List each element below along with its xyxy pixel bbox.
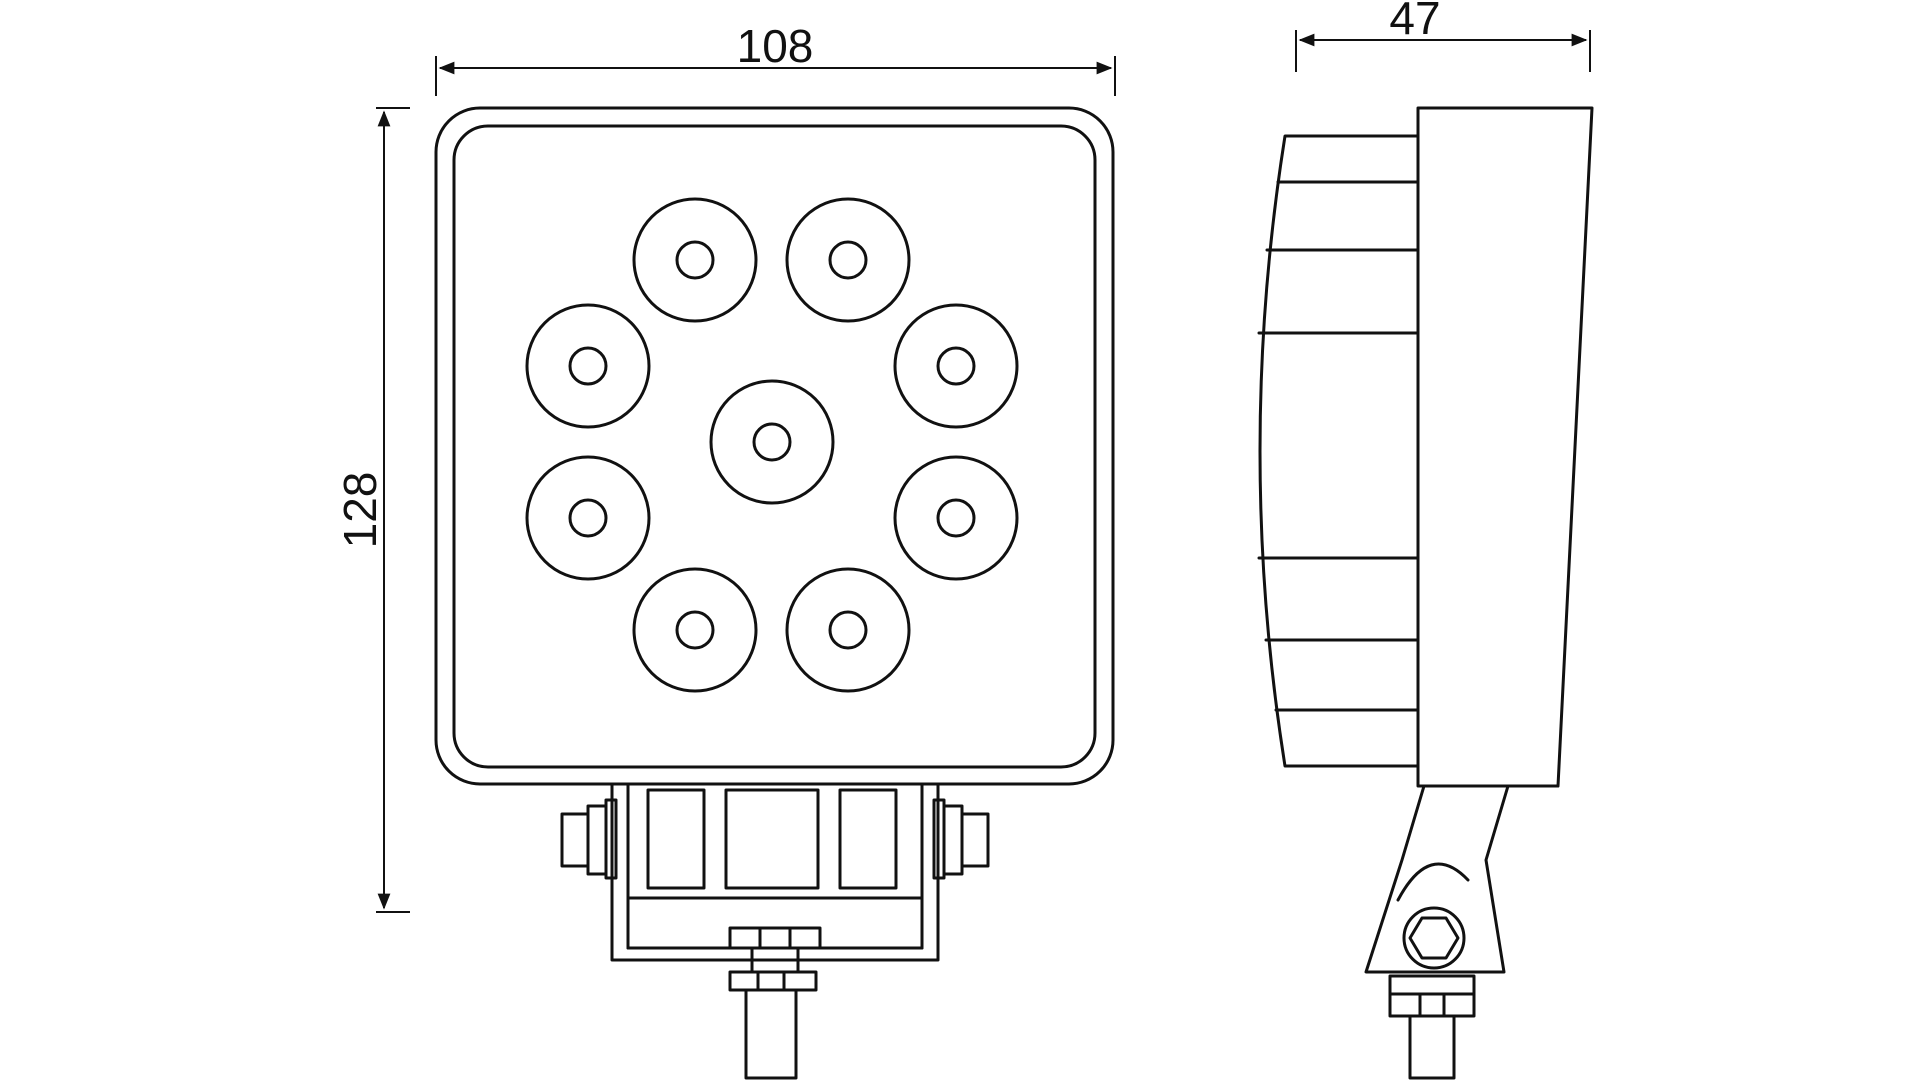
height-dimension: 128 — [334, 107, 410, 913]
front-view: 108 128 — [334, 20, 1116, 1080]
side-view: 47 — [1257, 0, 1594, 1080]
led-emitter-2 — [828, 240, 868, 280]
width-dimension-label: 108 — [737, 20, 814, 72]
led-reflector-2 — [785, 197, 911, 323]
left-bolt — [560, 798, 618, 880]
led-emitter-5 — [752, 422, 792, 462]
led-reflector-6 — [525, 455, 651, 581]
led-emitter-3 — [568, 346, 608, 386]
pivot-bolt-head — [1408, 916, 1460, 960]
led-emitter-7 — [936, 498, 976, 538]
depth-dimension: 47 — [1295, 0, 1591, 72]
led-array — [525, 197, 1019, 693]
depth-dimension-label: 47 — [1389, 0, 1440, 44]
led-emitter-9 — [828, 610, 868, 650]
led-emitter-4 — [936, 346, 976, 386]
led-reflector-1 — [632, 197, 758, 323]
bottom-bolt — [728, 926, 822, 1080]
mounting-bracket — [610, 782, 940, 962]
rear-housing — [1416, 106, 1594, 788]
led-emitter-6 — [568, 498, 608, 538]
led-reflector-7 — [893, 455, 1019, 581]
led-reflector-3 — [525, 303, 651, 429]
side-bracket-pivot — [1396, 862, 1470, 902]
pivot-bolt-washer — [1402, 906, 1466, 970]
led-reflector-9 — [785, 567, 911, 693]
height-dimension-label: 128 — [334, 472, 386, 549]
cooling-fins — [1257, 180, 1420, 712]
side-bracket — [1364, 784, 1510, 974]
led-reflector-5 — [709, 379, 835, 505]
led-emitter-8 — [675, 610, 715, 650]
led-reflector-4 — [893, 303, 1019, 429]
width-dimension: 108 — [435, 20, 1116, 96]
lens-profile — [1258, 134, 1420, 768]
lens-frame — [452, 124, 1097, 769]
side-bottom-bolt — [1388, 974, 1476, 1080]
led-emitter-1 — [675, 240, 715, 280]
led-reflector-8 — [632, 567, 758, 693]
housing-outer — [434, 106, 1115, 786]
right-bolt — [932, 798, 990, 880]
